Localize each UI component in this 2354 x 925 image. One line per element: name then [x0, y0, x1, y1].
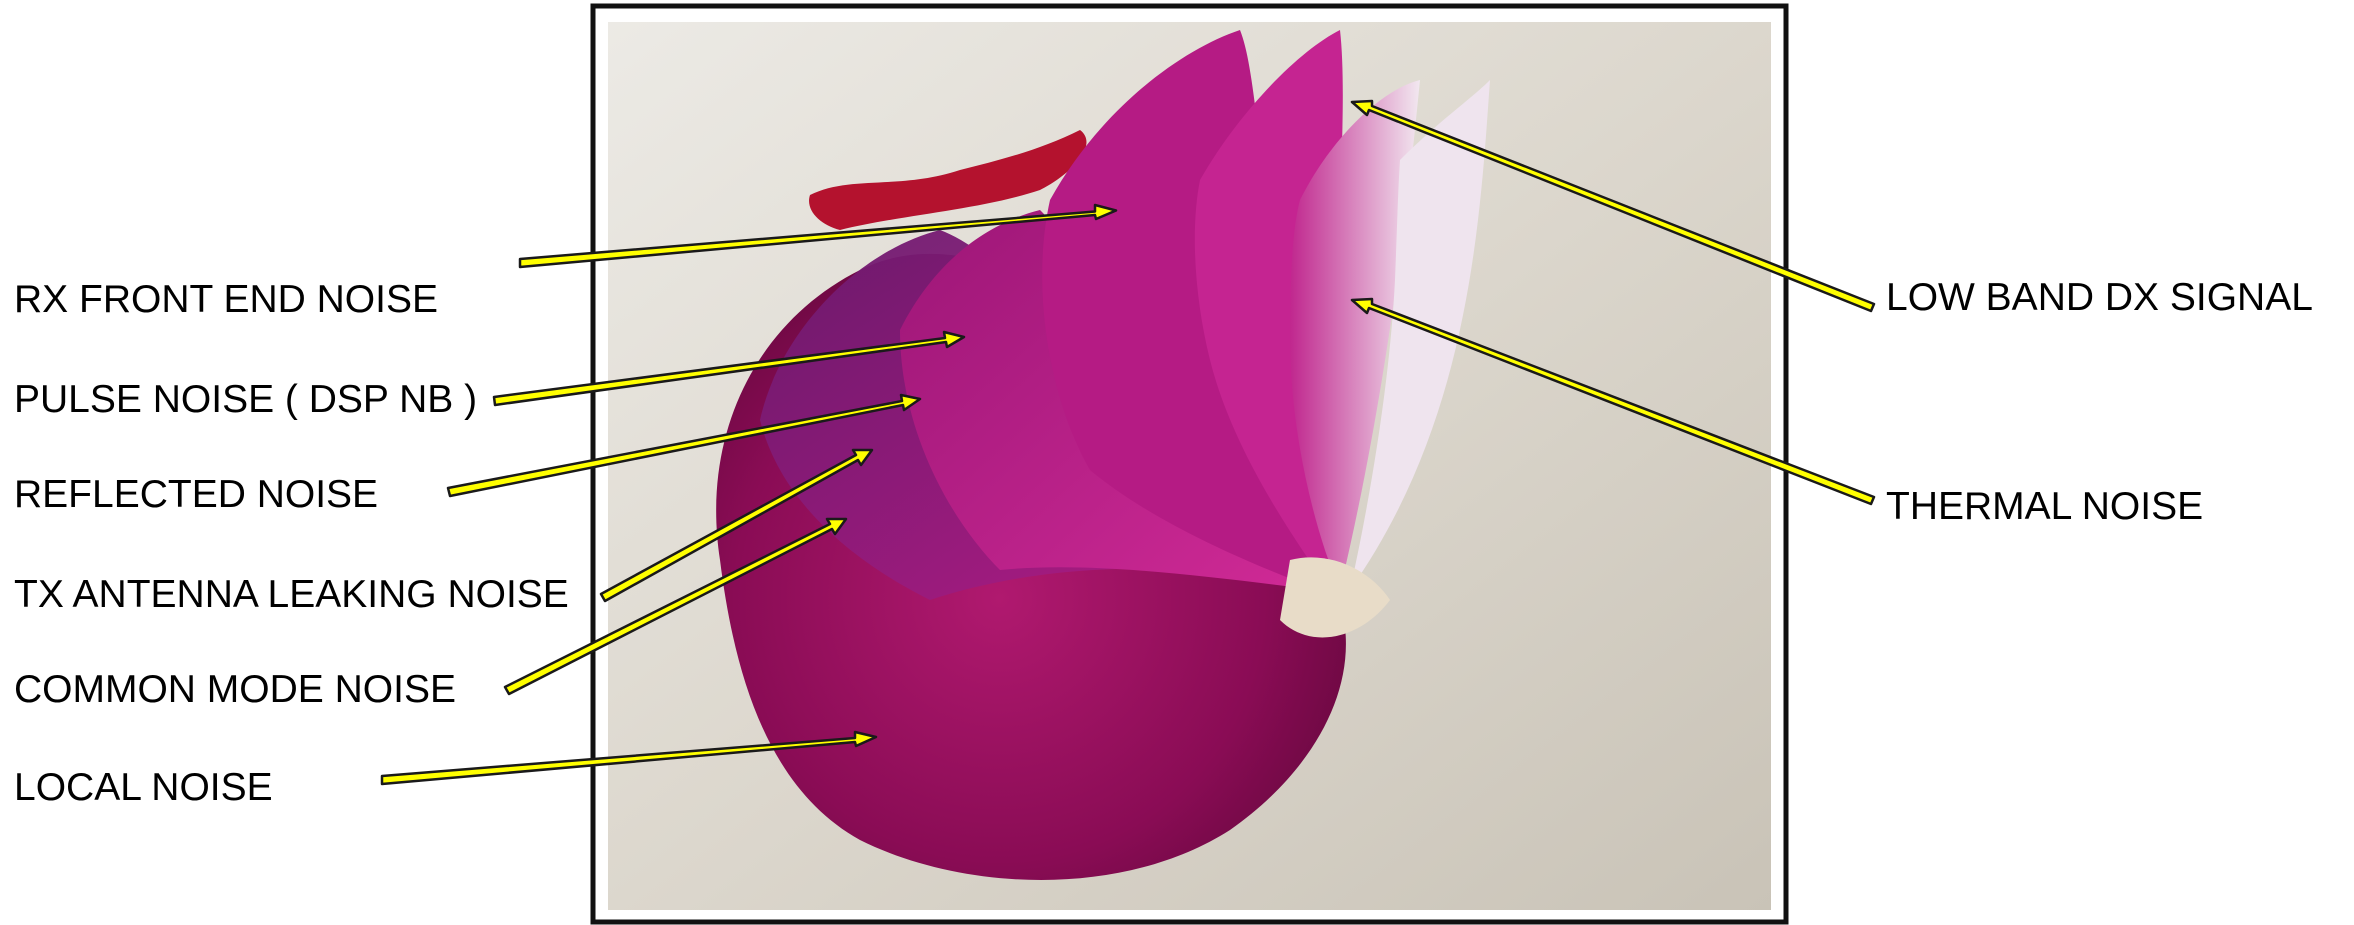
label-rx-front-end-noise: RX FRONT END NOISE: [14, 280, 438, 319]
label-tx-antenna-leaking-noise: TX ANTENNA LEAKING NOISE: [14, 575, 569, 614]
onion-photo: [593, 6, 1786, 922]
label-low-band-dx-signal: LOW BAND DX SIGNAL: [1886, 278, 2313, 317]
label-pulse-noise: PULSE NOISE ( DSP NB ): [14, 380, 477, 419]
label-reflected-noise: REFLECTED NOISE: [14, 475, 378, 514]
label-thermal-noise: THERMAL NOISE: [1886, 487, 2203, 526]
label-local-noise: LOCAL NOISE: [14, 768, 273, 807]
label-common-mode-noise: COMMON MODE NOISE: [14, 670, 456, 709]
